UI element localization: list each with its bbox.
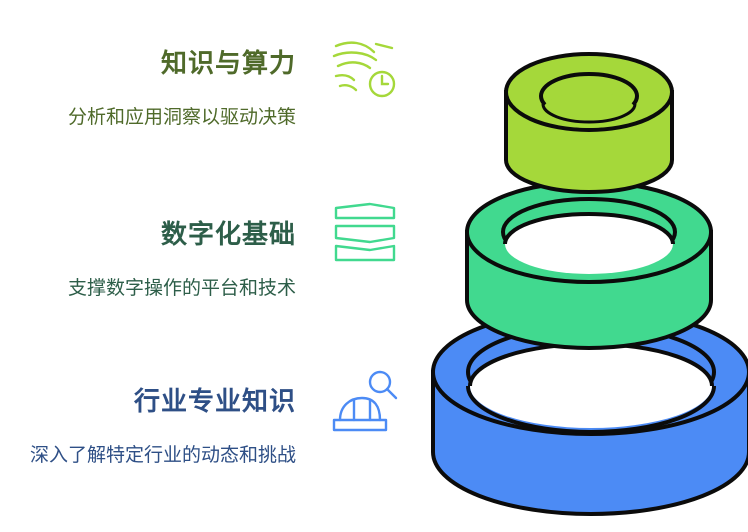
layer-knowledge-label: 知识与算力 分析和应用洞察以驱动决策 [68, 48, 296, 130]
layer-industry-label: 行业专业知识 深入了解特定行业的动态和挑战 [30, 386, 296, 468]
layer-subtitle: 支撑数字操作的平台和技术 [67, 277, 296, 299]
stacked-layers-icon [330, 200, 400, 270]
knowledge-compute-icon [330, 34, 400, 104]
ring-digital [465, 180, 713, 350]
layer-digital-label: 数字化基础 支撑数字操作的平台和技术 [68, 219, 296, 301]
layer-title: 行业专业知识 [133, 387, 296, 417]
layer-subtitle: 深入了解特定行业的动态和挑战 [29, 444, 296, 466]
ring-industry [431, 308, 748, 516]
hardhat-search-icon [330, 368, 400, 438]
layer-title: 知识与算力 [160, 49, 296, 79]
stacked-rings-illustration [431, 52, 748, 516]
ring-knowledge [504, 52, 674, 194]
layer-title: 数字化基础 [160, 220, 296, 250]
layer-subtitle: 分析和应用洞察以驱动决策 [67, 106, 296, 128]
